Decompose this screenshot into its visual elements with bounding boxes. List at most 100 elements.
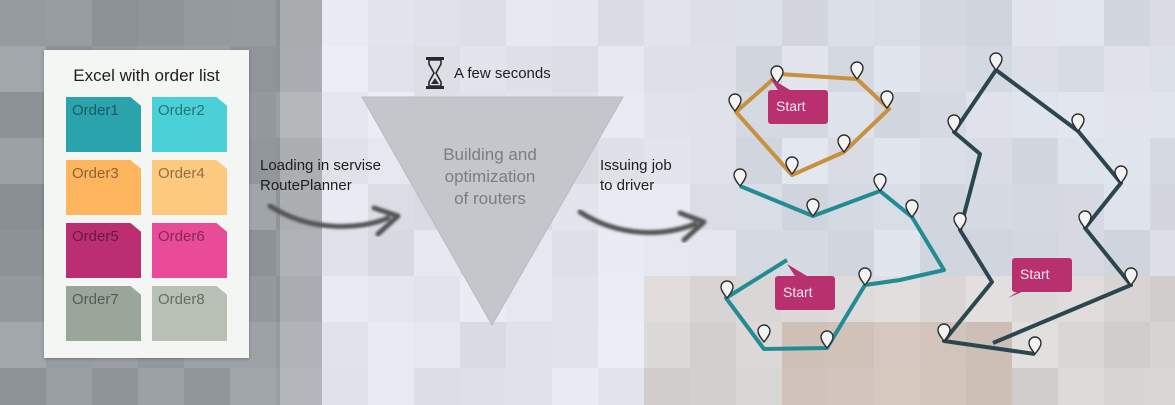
background-tile (368, 368, 414, 405)
issue-step-line-2: to driver (600, 177, 655, 194)
background-tile (230, 0, 276, 46)
background-tile (276, 92, 322, 138)
background-tile (1150, 92, 1175, 138)
order-card-4: Order4 (152, 160, 227, 215)
background-tile (644, 322, 690, 368)
location-pin-icon (757, 324, 771, 343)
background-tile (1150, 230, 1175, 276)
order-label: Order5 (72, 228, 119, 245)
background-tile (0, 92, 46, 138)
background-tile (644, 276, 690, 322)
background-tile (552, 322, 598, 368)
order-label: Order3 (72, 165, 119, 182)
location-pin-icon (947, 114, 961, 133)
process-line-3: of routers (454, 189, 526, 208)
order-label: Order7 (72, 291, 119, 308)
background-tile (874, 0, 920, 46)
background-tile (782, 368, 828, 405)
background-tile (460, 322, 506, 368)
background-tile (598, 46, 644, 92)
background-tile (368, 0, 414, 46)
background-tile (322, 92, 368, 138)
background-tile (598, 276, 644, 322)
location-pin-icon (733, 168, 747, 187)
background-tile (690, 184, 736, 230)
background-tile (690, 46, 736, 92)
background-tile (1150, 46, 1175, 92)
order-label: Order4 (158, 165, 205, 182)
background-tile (644, 368, 690, 405)
load-step-line-2: RoutePlanner (260, 177, 352, 194)
background-tile (1150, 276, 1175, 322)
start-marker-1: Start (768, 90, 828, 124)
background-tile (644, 184, 690, 230)
background-tile (276, 368, 322, 405)
background-tile (276, 322, 322, 368)
background-tile (874, 368, 920, 405)
background-tile (46, 368, 92, 405)
background-tile (1058, 368, 1104, 405)
background-tile (736, 276, 782, 322)
start-tail (770, 78, 790, 90)
background-tile (1012, 0, 1058, 46)
start-label: Start (1020, 266, 1050, 282)
start-tail (787, 264, 807, 276)
background-tile (1104, 92, 1150, 138)
background-tile (874, 230, 920, 276)
background-tile (782, 0, 828, 46)
background-tile (0, 138, 46, 184)
background-tile (690, 0, 736, 46)
order-card-8: Order8 (152, 286, 227, 341)
background-tile (920, 92, 966, 138)
background-tile (460, 368, 506, 405)
background-tile (690, 368, 736, 405)
background-tile (276, 0, 322, 46)
background-tile (644, 230, 690, 276)
process-triangle (361, 96, 624, 327)
background-tile (920, 138, 966, 184)
background-tile (138, 0, 184, 46)
background-tile (0, 46, 46, 92)
start-label: Start (783, 284, 813, 300)
start-label: Start (776, 98, 806, 114)
process-line-1: Building and (443, 145, 537, 164)
background-tile (506, 322, 552, 368)
background-tile (828, 322, 874, 368)
background-tile (966, 46, 1012, 92)
background-tile (0, 368, 46, 405)
background-tile (276, 46, 322, 92)
background-tile (920, 368, 966, 405)
background-tile (322, 138, 368, 184)
background-tile (322, 230, 368, 276)
order-label: Order6 (158, 228, 205, 245)
background-tile (828, 0, 874, 46)
issue-step-line-1: Issuing job (600, 157, 672, 174)
background-tile (138, 368, 184, 405)
background-tile (0, 0, 46, 46)
order-card-5: Order5 (66, 223, 141, 278)
background-tile (690, 322, 736, 368)
start-marker-2: Start (775, 276, 835, 310)
order-card-2: Order2 (152, 97, 227, 152)
process-line-2: optimization (444, 167, 536, 186)
timer-label: A few seconds (454, 65, 551, 82)
background-tile (184, 368, 230, 405)
location-pin-icon (850, 61, 864, 80)
background-tile (1104, 230, 1150, 276)
background-tile (966, 184, 1012, 230)
background-tile (920, 46, 966, 92)
background-tile (414, 276, 460, 322)
background-tile (598, 368, 644, 405)
background-tile (1104, 368, 1150, 405)
order-label: Order2 (158, 102, 205, 119)
order-card-3: Order3 (66, 160, 141, 215)
background-tile (644, 46, 690, 92)
background-tile (460, 46, 506, 92)
background-tile (0, 276, 46, 322)
load-step-line-1: Loading in servise (260, 157, 381, 174)
route-line-2 (724, 184, 946, 351)
background-tile (598, 230, 644, 276)
background-tile (782, 322, 828, 368)
background-tile (874, 322, 920, 368)
